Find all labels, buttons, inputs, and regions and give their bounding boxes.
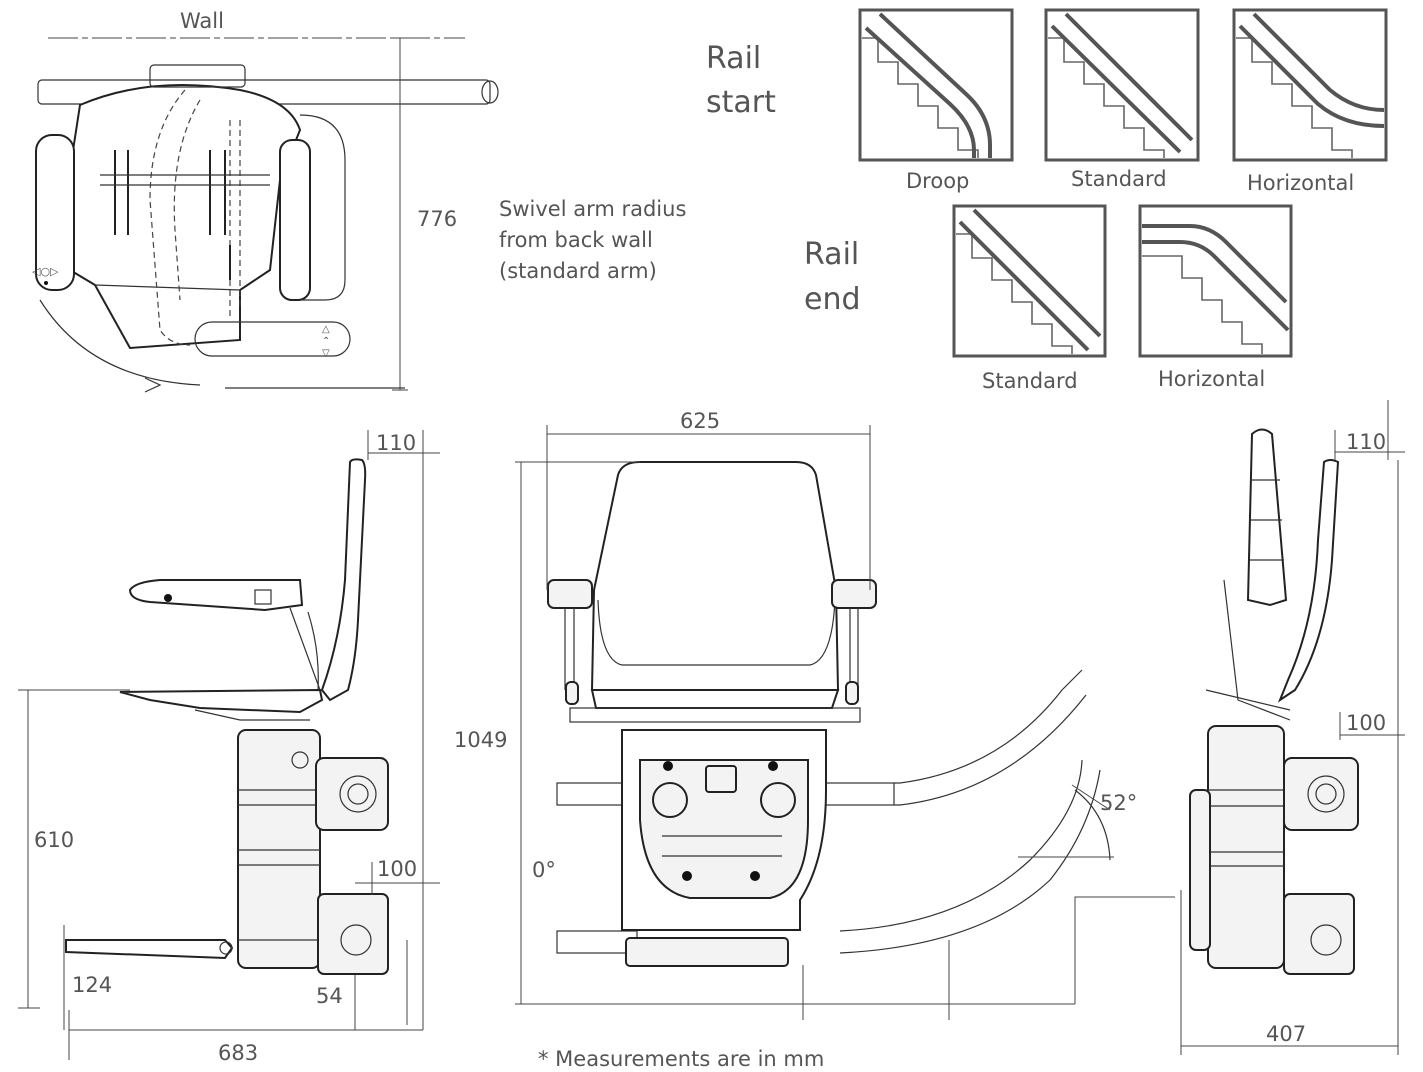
svg-text:⌃: ⌃ [322,336,330,347]
wall-label: Wall [180,9,224,33]
left-dim-100: 100 [377,857,417,881]
angle-52: 52° [1100,791,1137,815]
swivel-caption-line2: from back wall [499,228,653,252]
svg-text:◁○▷: ◁○▷ [32,265,59,278]
rail-end-option-horizontal: Horizontal [1158,367,1265,391]
rail-start-horizontal-diagram [1232,8,1388,162]
rail-start-droop-diagram [858,8,1014,162]
side-view-right: 110 100 407 [1180,400,1405,1055]
swivel-caption-line3: (standard arm) [499,259,657,283]
dim-1049: 1049 [454,728,507,752]
side-view-left: 110 610 100 124 54 683 [18,430,440,1065]
left-dim-54: 54 [316,984,343,1008]
svg-text:▽: ▽ [322,348,330,359]
left-dim-610: 610 [34,828,74,852]
rail-options: Rail start Rail end Droop Standard Horiz… [706,8,1388,393]
rail-start-label-line2: start [706,85,776,120]
swivel-caption-line1: Swivel arm radius [499,197,686,221]
right-dim-407: 407 [1266,1022,1306,1046]
rail-end-label-line1: Rail [804,237,859,272]
dim-625: 625 [680,409,720,433]
right-dim-100: 100 [1346,711,1386,735]
svg-text:△: △ [322,324,330,335]
rail-end-label-line2: end [804,282,861,317]
rail-start-option-horizontal: Horizontal [1247,171,1354,195]
left-dim-683: 683 [218,1041,258,1065]
rail-start-label-line1: Rail [706,41,761,76]
rail-start-option-standard: Standard [1071,167,1167,191]
dim-776: 776 [417,207,457,231]
rail-end-horizontal-diagram [1138,204,1293,358]
rail-start-standard-diagram [1044,8,1200,162]
units-footnote: * Measurements are in mm [538,1047,824,1071]
left-dim-124: 124 [72,973,112,997]
rail-end-standard-diagram [952,204,1107,358]
rail-start-option-droop: Droop [906,169,969,193]
angle-0: 0° [532,858,556,882]
left-dim-110: 110 [376,431,416,455]
front-view: 52° 625 1049 0° [454,409,1175,1020]
top-view: Wall ◁○▷ △ ⌃ ▽ [32,9,686,393]
right-dim-110: 110 [1346,430,1386,454]
rail-end-option-standard: Standard [982,369,1078,393]
